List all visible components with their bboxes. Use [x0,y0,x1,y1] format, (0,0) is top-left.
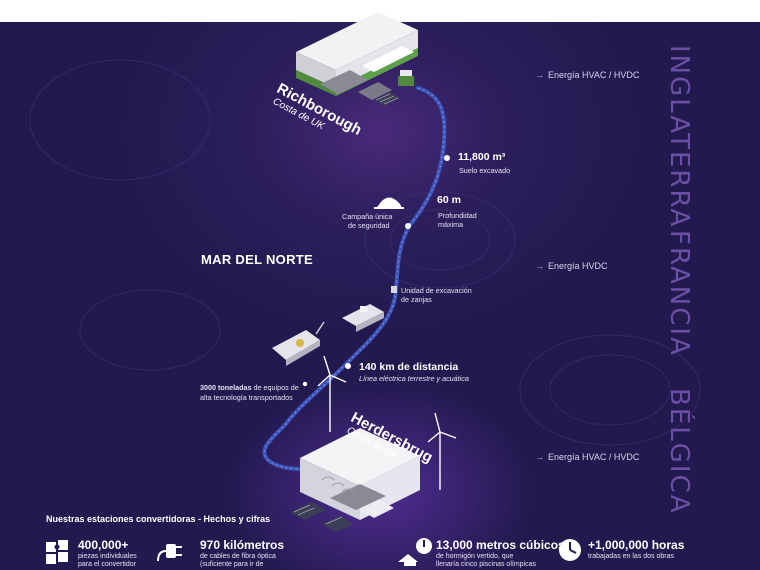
facts-title: Nuestras estaciones convertidoras - Hech… [46,514,271,524]
milestone-distance-desc: Línea eléctrica terrestre y acuática [359,374,469,383]
milestone-tons-bold: 3000 toneladas [200,383,252,392]
fact-1-line1: piezas individuales [78,553,137,560]
clock-icon [559,539,581,561]
milestone-safety-2: de seguridad [348,221,390,230]
fact-2-line1: de cables de fibra óptica [200,553,276,560]
milestone-tons-line1: 3000 toneladas de equipos de [200,383,299,392]
ship-large [272,321,325,366]
country-label-england: INGLATERRA [664,45,694,229]
country-label-france: FRANCIA [664,230,694,357]
cable-route [262,86,447,471]
richborough-station [296,12,418,106]
fact-4-line1: trabajadas en las dos obras [588,553,674,560]
energy-label-middle: → Energía HVDC [535,261,608,271]
trencher-unit-icon [391,286,397,293]
energy-label-top-text: Energía HVAC / HVDC [548,70,640,80]
fact-1-value: 400,000+ [78,538,129,552]
wind-turbine-1 [317,355,347,432]
milestone-depth-value: 60 m [437,194,461,206]
milestone-soil-value: 11,800 m³ [458,151,506,163]
energy-label-middle-text: Energía HVDC [548,261,608,271]
fact-2-line2: (suficiente para ir de [200,561,264,568]
milestone-depth-desc-1: Profundidad [438,211,477,220]
arrow-icon: → [535,70,544,80]
milestone-depth-desc-2: máxima [438,220,464,229]
arrow-icon: → [535,452,544,462]
wind-turbine-2 [427,412,457,490]
milestone-trench-2: de zanjas [401,295,432,304]
fact-4-value: +1,000,000 horas [588,538,685,552]
energy-label-bottom: → Energía HVAC / HVDC [535,452,639,462]
ship-trencher [342,304,384,332]
fact-1-line2: para el convertidor [78,561,136,568]
contour-lines [29,59,701,446]
milestone-trench-1: Unidad de excavación [401,286,472,295]
milestone-soil-desc: Suelo excavado [459,166,511,175]
milestone-tons-rest: de equipos de [251,383,299,392]
energy-label-top: → Energía HVAC / HVDC [535,70,639,80]
herdersbrug-station [290,428,420,532]
milestone-safety-1: Campaña única [342,212,393,221]
hard-hat-icon [374,197,404,209]
energy-label-bottom-text: Energía HVAC / HVDC [548,452,640,462]
milestone-dots [302,155,450,387]
puzzle-icon [46,540,68,564]
fact-3-line1: de hormigón vertido, que [436,553,514,560]
arrow-icon: → [535,261,544,271]
fact-3-line2: llenaría cinco piscinas olímpicas [436,561,536,568]
country-label-belgium: BÉLGICA [664,388,694,515]
fact-2-value: 970 kilómetros [200,538,285,552]
milestone-distance-value: 140 km de distancia [359,361,459,373]
plug-icon [157,544,182,562]
sea-label: MAR DEL NORTE [201,252,313,267]
milestone-tons-line2: alta tecnología transportados [200,393,293,402]
fact-3-value: 13,000 metros cúbicos [436,538,565,552]
concrete-pour-icon [398,538,432,566]
